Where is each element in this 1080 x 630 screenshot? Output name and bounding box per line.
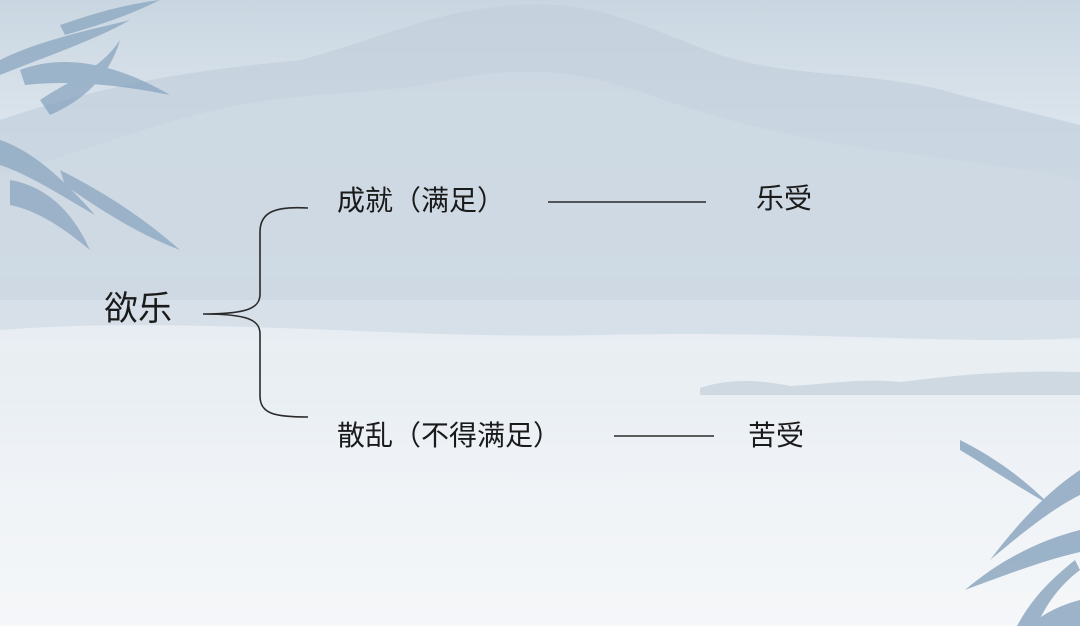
branch-result-1: 乐受 — [756, 182, 813, 215]
mountain-mid — [0, 71, 1080, 340]
far-shore — [700, 371, 1080, 395]
root-label: 欲乐 — [104, 289, 172, 329]
bamboo-top-left — [0, 0, 180, 250]
branch-result-2: 苦受 — [748, 419, 805, 452]
mist-band — [0, 325, 1080, 400]
bamboo-bottom-right — [960, 440, 1080, 630]
branch-brace — [202, 206, 309, 418]
branch-condition-1: 成就（满足） — [337, 184, 506, 217]
branch-condition-2: 散乱（不得满足） — [337, 419, 562, 452]
bottom-edge — [0, 626, 1080, 630]
